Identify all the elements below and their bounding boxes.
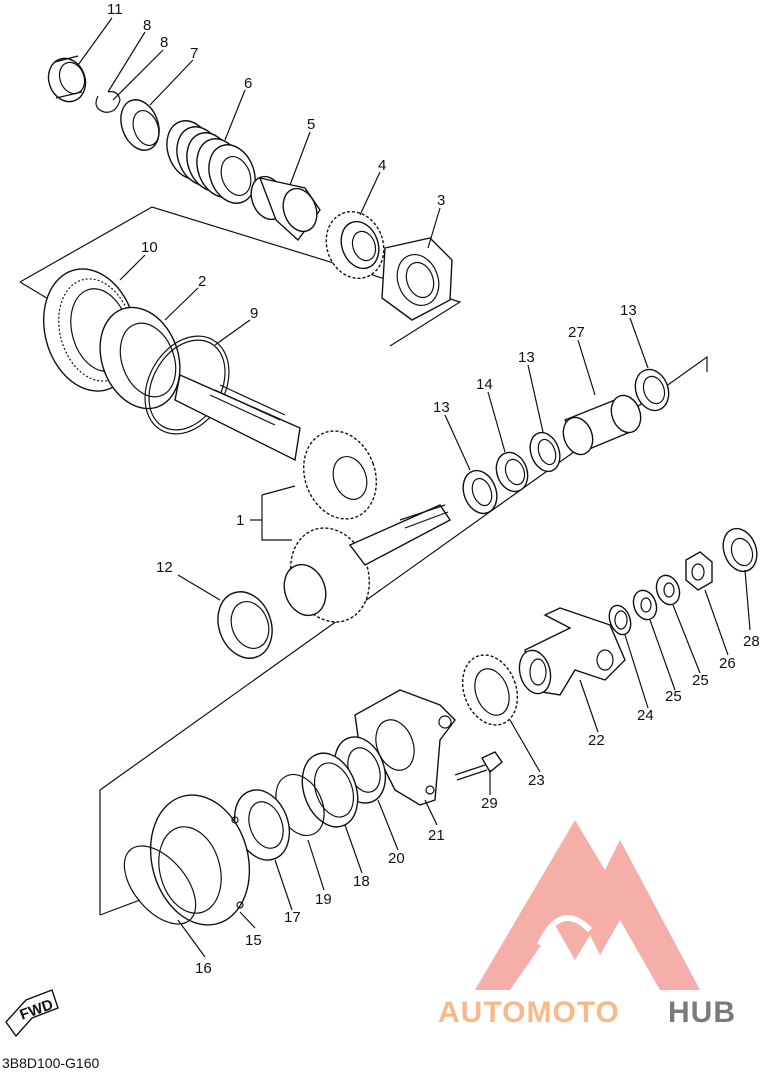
housing-15	[149, 794, 251, 926]
callout-1: 1	[236, 512, 244, 529]
callout-4: 4	[378, 157, 386, 174]
bearing-12	[217, 591, 273, 659]
callout-23: 23	[528, 772, 545, 789]
spacer-27	[562, 394, 642, 456]
washer-13b	[529, 431, 561, 473]
callout-29: 29	[481, 795, 498, 812]
callout-25b: 25	[665, 688, 682, 705]
cam-sleeve-5	[250, 175, 321, 242]
callout-15: 15	[245, 932, 262, 949]
callout-21: 21	[428, 827, 445, 844]
gear-4	[325, 210, 385, 280]
fwd-label: FWD	[18, 996, 56, 1024]
callout-14: 14	[476, 376, 493, 393]
callout-9: 9	[250, 305, 258, 322]
callout-3: 3	[437, 192, 445, 209]
nut-26	[685, 551, 713, 591]
leader-lines	[77, 17, 751, 958]
needle-bearing-11	[47, 55, 87, 103]
diagram-code: 3B8D100-G160	[2, 1055, 100, 1071]
callout-12: 12	[156, 559, 173, 576]
callout-7: 7	[190, 45, 198, 62]
assembly-outline	[19, 206, 708, 916]
callout-8a: 8	[143, 17, 151, 34]
callout-28: 28	[743, 633, 760, 650]
bearing-2	[99, 306, 181, 410]
callout-16: 16	[195, 960, 212, 977]
collar-14	[495, 451, 529, 493]
watermark-text: AUTOMOTO HUB	[438, 996, 736, 1029]
callout-2: 2	[198, 273, 206, 290]
callout-13c: 13	[620, 302, 637, 319]
washer-25b	[632, 589, 658, 621]
washer-25a	[655, 574, 681, 606]
nut-3	[381, 237, 453, 321]
seal-18	[301, 752, 359, 828]
watermark-logo	[475, 820, 700, 990]
watermark-part1: AUTOMOTO	[438, 996, 620, 1029]
circlip-8	[95, 91, 121, 113]
callout-17: 17	[284, 909, 301, 926]
callout-19: 19	[315, 891, 332, 908]
pinion-shaft-1	[174, 374, 378, 520]
callout-27: 27	[568, 324, 585, 341]
gear-23	[461, 654, 519, 726]
washer-13c	[634, 368, 670, 412]
spring-6	[166, 120, 256, 204]
callout-26: 26	[719, 655, 736, 672]
callout-11: 11	[107, 1, 123, 18]
callout-20: 20	[388, 850, 405, 867]
bevel-gear-1	[283, 504, 452, 623]
yoke-22	[518, 607, 626, 696]
callout-10: 10	[141, 239, 158, 256]
fwd-arrow-icon: FWD	[5, 989, 59, 1038]
callout-8b: 8	[160, 34, 168, 51]
seal-24	[608, 604, 632, 636]
callout-22: 22	[588, 732, 605, 749]
callout-labels: 11 8 8 7 6 5 4 3 10 2 9 27 13 13 14 13 1…	[107, 1, 760, 977]
callout-5: 5	[307, 116, 315, 133]
callout-13b: 13	[518, 349, 535, 366]
watermark-part2: HUB	[668, 996, 736, 1029]
bolt-29	[454, 751, 503, 781]
callout-24: 24	[637, 707, 654, 724]
callout-18: 18	[353, 873, 370, 890]
bearing-28	[722, 527, 758, 573]
washer-13a	[462, 469, 498, 515]
callout-13a: 13	[433, 399, 450, 416]
callout-25a: 25	[692, 672, 709, 689]
washer-7	[120, 99, 160, 151]
o-ring-16	[123, 845, 197, 925]
callout-6: 6	[244, 75, 252, 92]
